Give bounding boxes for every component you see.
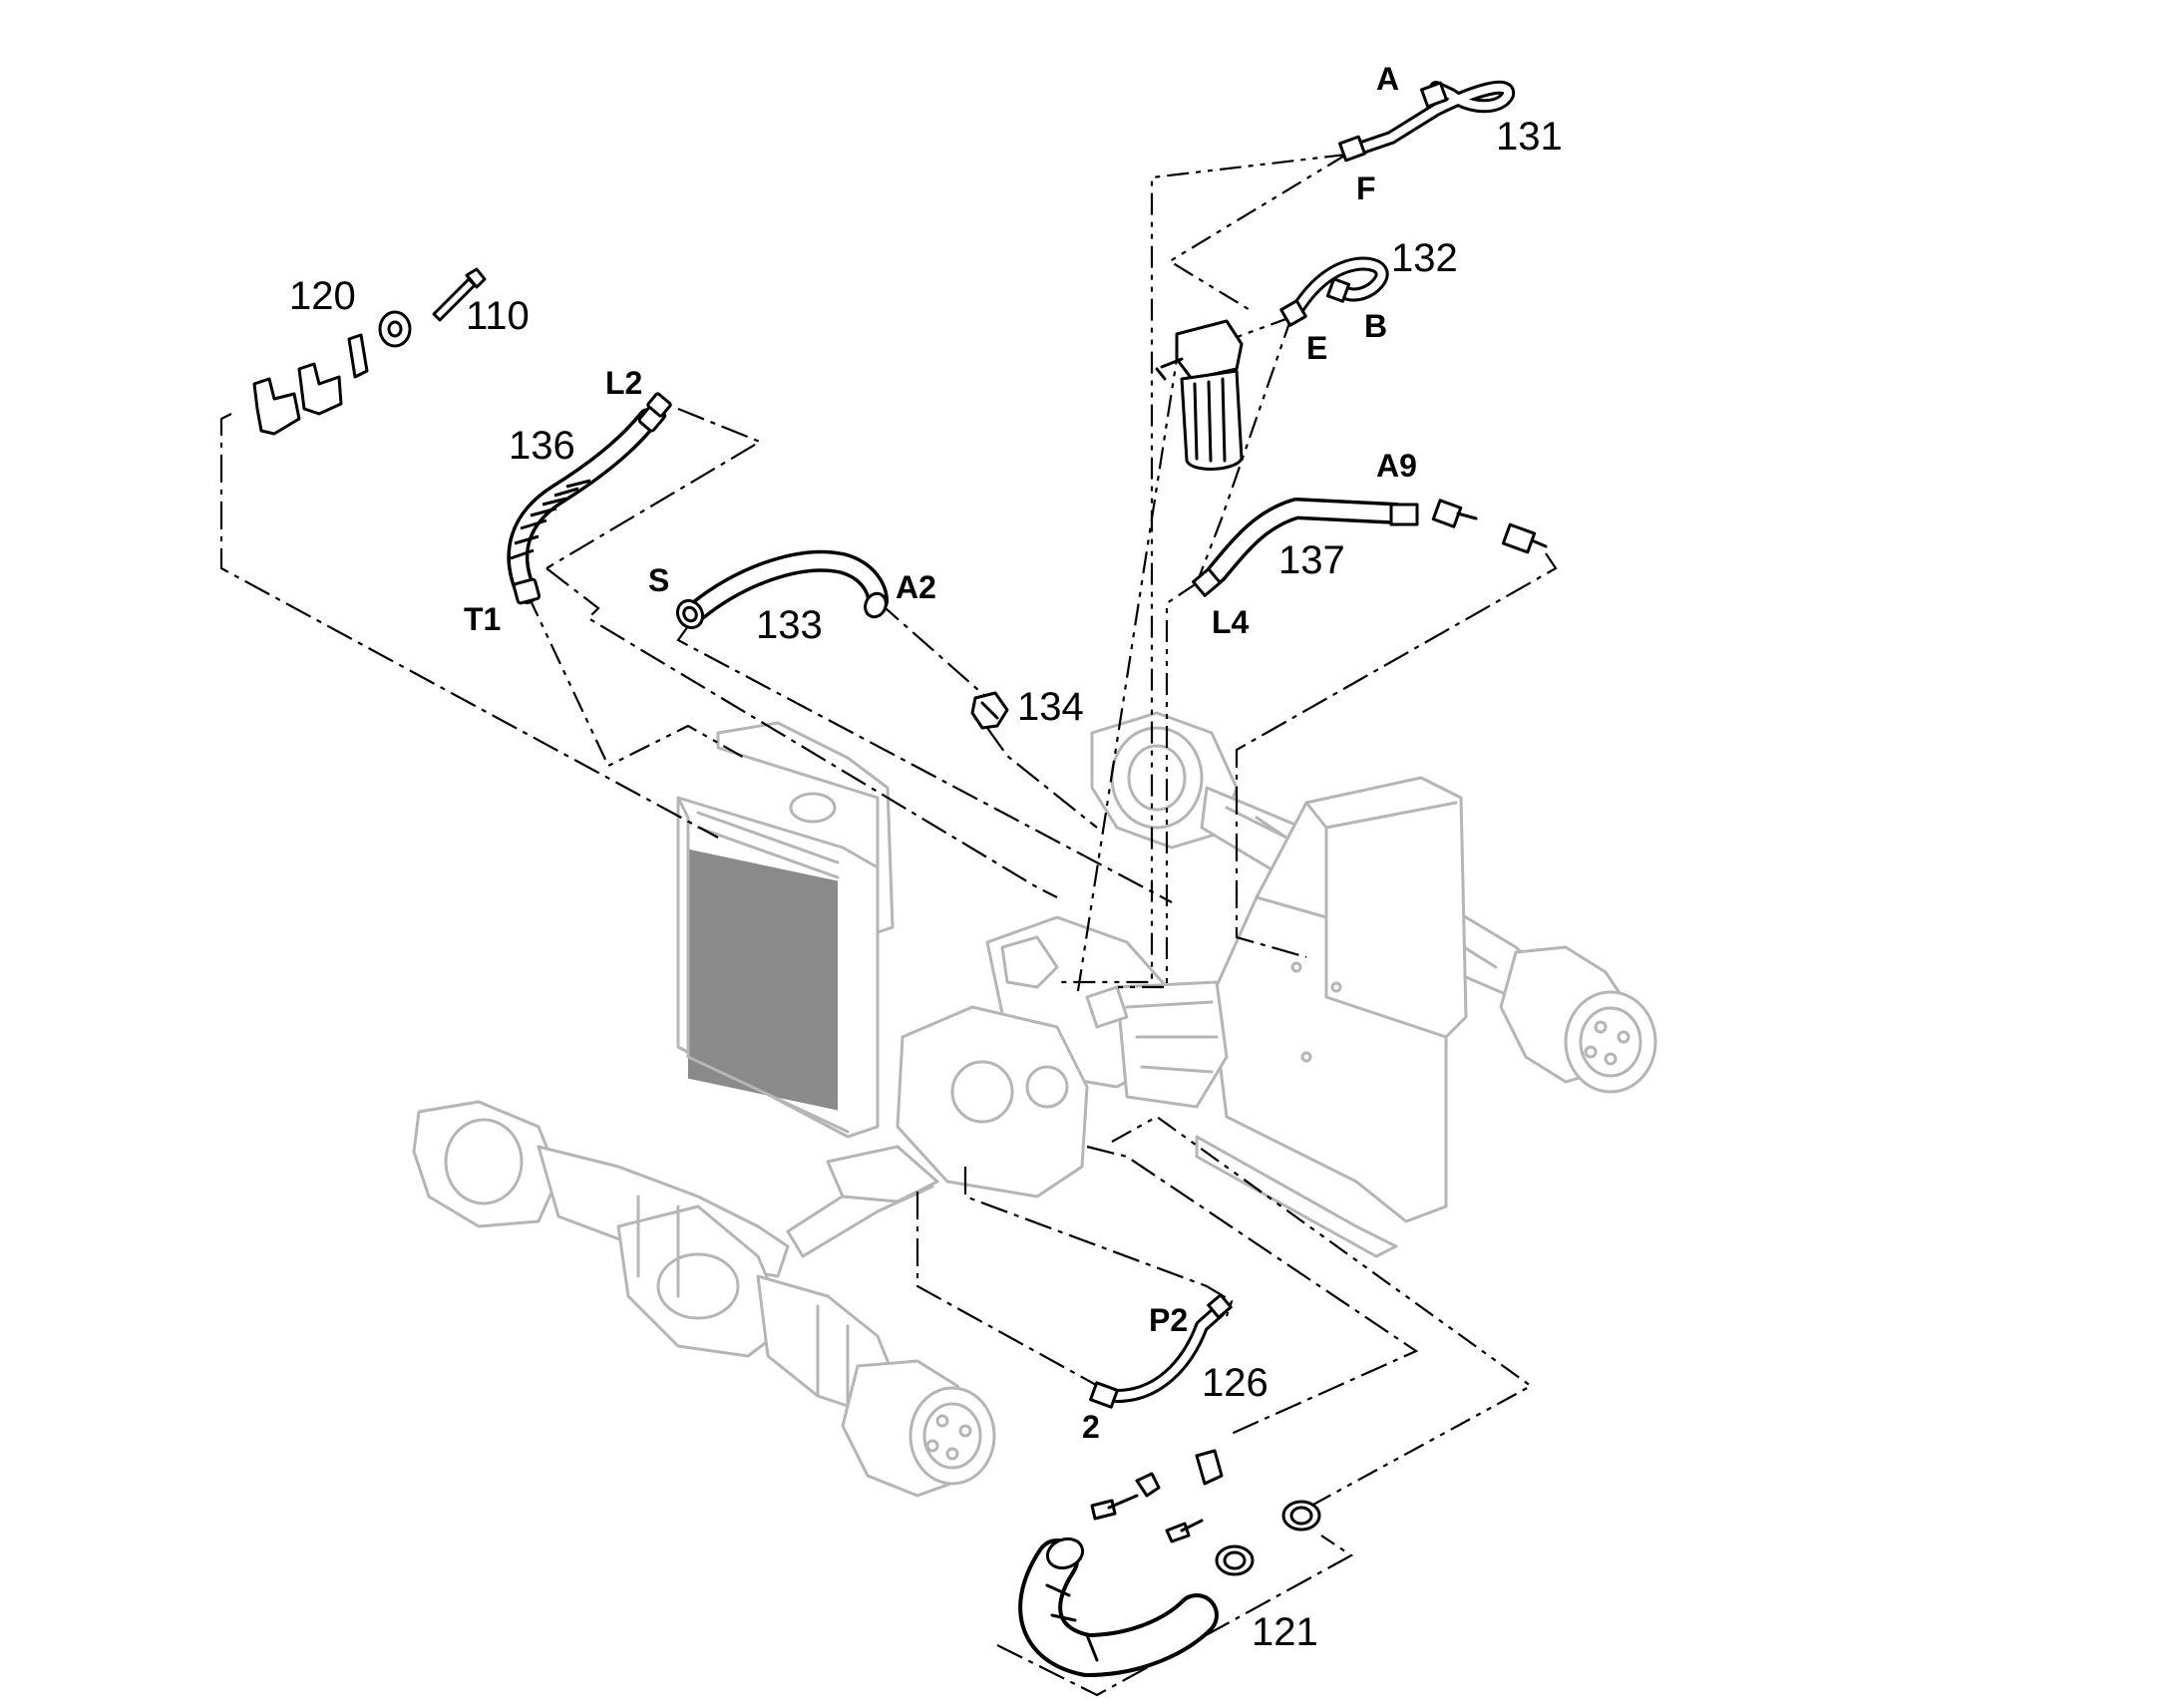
label-131: 131 <box>1496 115 1563 159</box>
port-label-E: E <box>1306 330 1327 366</box>
clamp-134-icon <box>970 691 1009 730</box>
hose-clamp-icon <box>1215 1544 1255 1576</box>
port-label-2: 2 <box>1082 1409 1100 1445</box>
hose-131 <box>1338 80 1515 163</box>
port-label-A2: A2 <box>896 569 936 605</box>
hose-121 <box>1018 1449 1321 1677</box>
label-137: 137 <box>1278 538 1345 582</box>
machine-assembly-background <box>412 711 1657 1498</box>
bracket-assembly <box>252 267 487 436</box>
hose-126 <box>1089 1293 1233 1409</box>
port-label-L2: L2 <box>605 365 642 401</box>
hose-clamp-icon <box>1281 1500 1321 1532</box>
port-label-P2: P2 <box>1149 1302 1188 1338</box>
label-132: 132 <box>1391 236 1458 280</box>
port-label-A9: A9 <box>1376 448 1417 484</box>
label-134: 134 <box>1017 685 1084 729</box>
port-label-L4: L4 <box>1212 604 1250 640</box>
port-label-F: F <box>1356 171 1376 206</box>
leader-lines <box>219 153 1558 1697</box>
port-label-T1: T1 <box>464 601 501 637</box>
label-120: 120 <box>289 274 356 318</box>
washer-120-icon <box>378 310 412 348</box>
label-136: 136 <box>509 424 575 468</box>
front-axle <box>412 1100 996 1498</box>
port-labels: A F B E L2 T1 S A2 A9 L4 P2 2 <box>464 61 1417 1445</box>
label-110: 110 <box>466 294 530 338</box>
part-number-labels: 120 110 136 133 134 131 132 137 126 121 <box>289 115 1563 1654</box>
hose-133 <box>675 549 889 630</box>
frame-housing <box>1195 776 1468 1258</box>
label-133: 133 <box>756 603 823 647</box>
port-label-S: S <box>648 562 669 598</box>
label-126: 126 <box>1202 1361 1269 1405</box>
transmission-pump-block <box>896 915 1229 1198</box>
hose-132 <box>1279 256 1389 327</box>
hose-136 <box>507 392 672 605</box>
label-121: 121 <box>1252 1610 1318 1654</box>
port-label-B: B <box>1364 308 1387 344</box>
filter-assembly-icon <box>1155 319 1244 471</box>
radiator-cooler <box>676 721 895 1139</box>
radiator-core <box>688 849 838 1111</box>
hose-137 <box>1192 498 1548 597</box>
port-label-A: A <box>1376 61 1399 97</box>
